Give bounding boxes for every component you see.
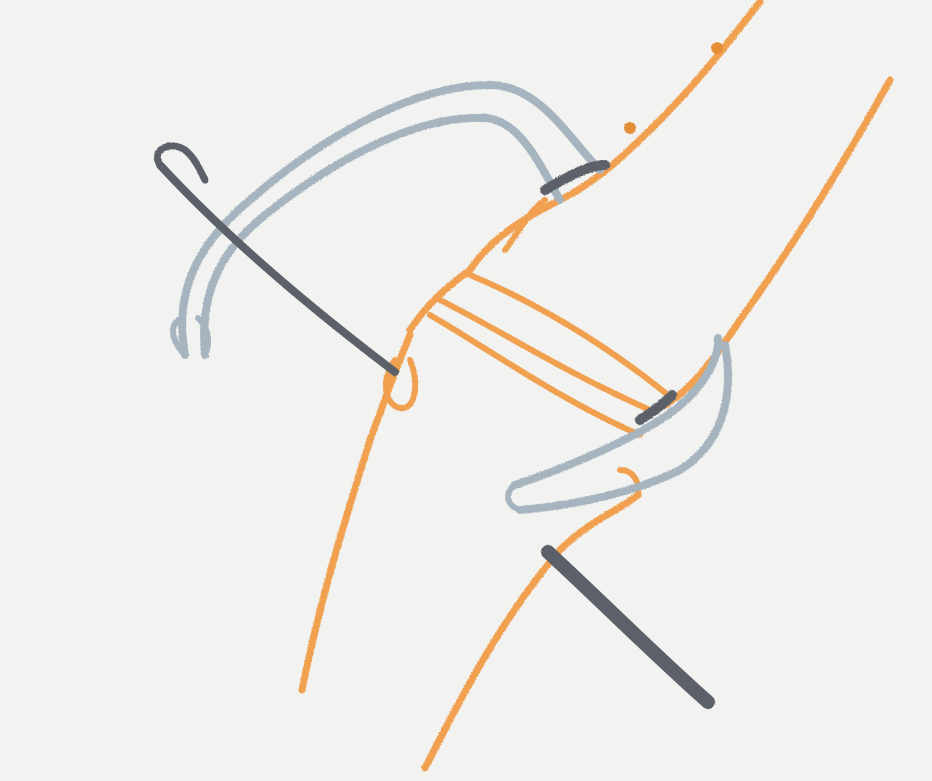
cord-mark bbox=[624, 122, 636, 134]
cord-mark bbox=[711, 42, 723, 54]
